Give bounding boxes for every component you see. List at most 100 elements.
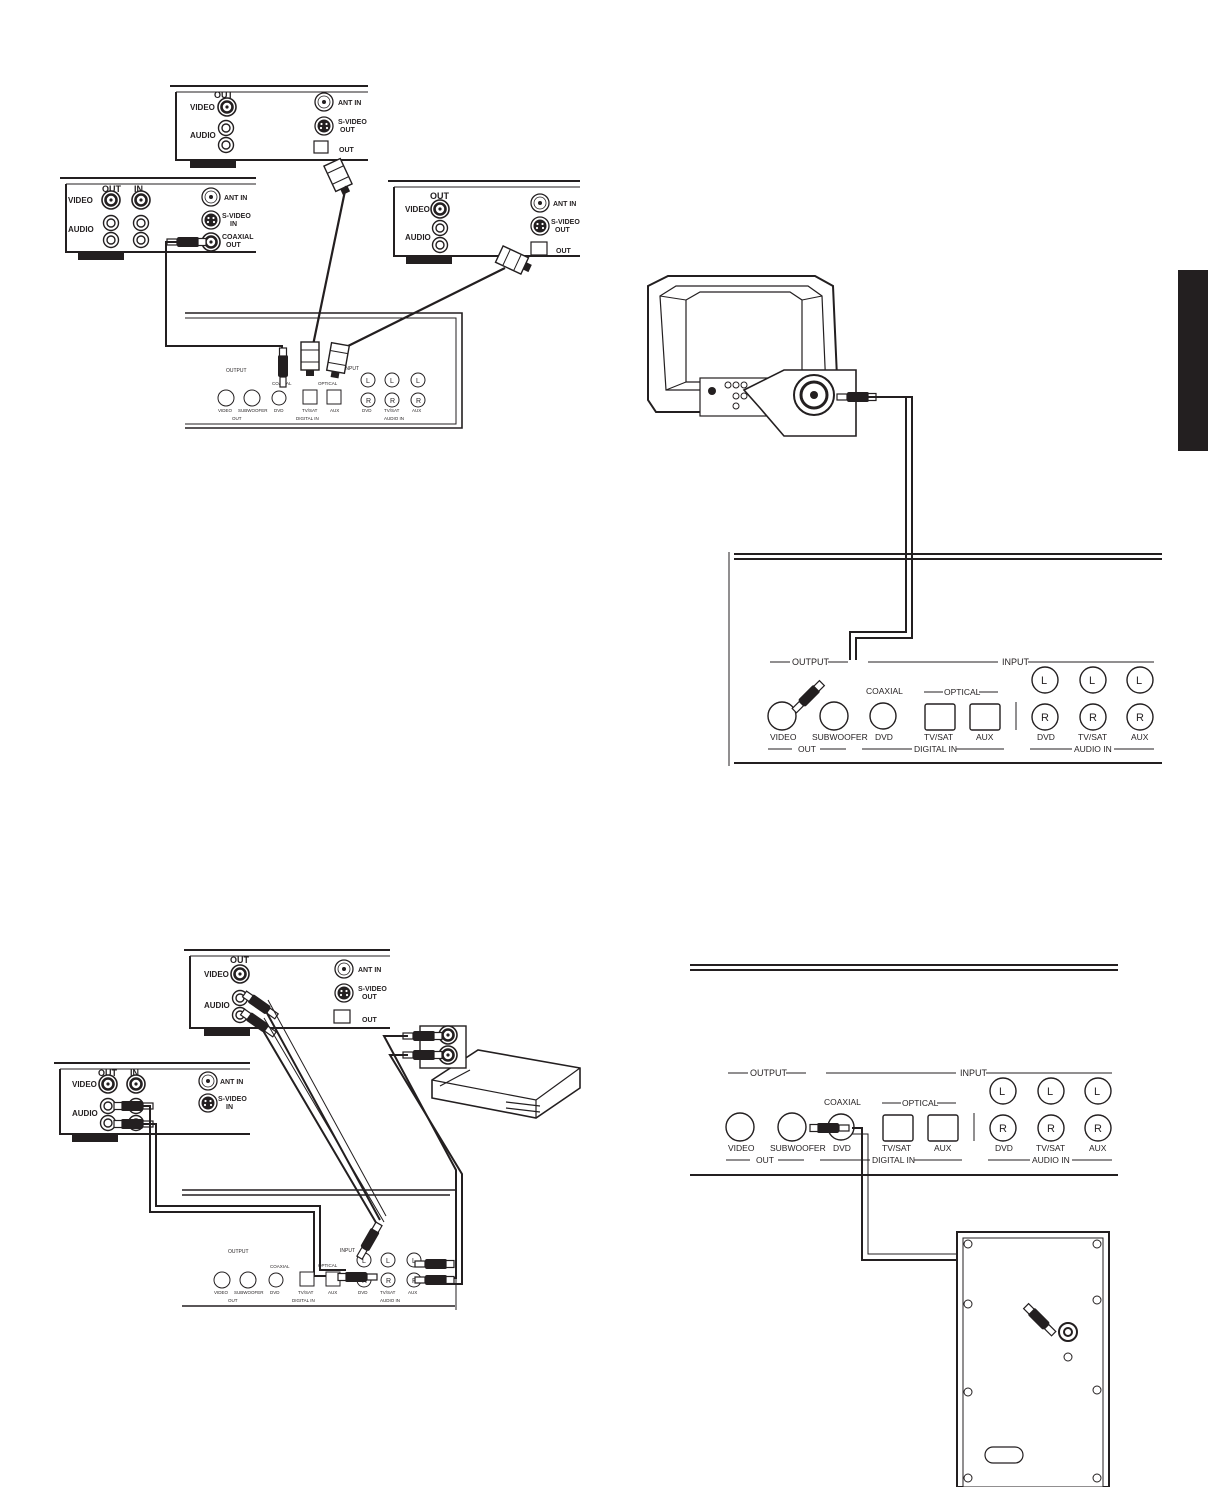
svg-text:L: L [1089,675,1095,687]
svg-text:TV/SAT: TV/SAT [302,408,318,413]
svg-text:TV/SAT: TV/SAT [924,732,953,742]
svg-text:AUDIO IN: AUDIO IN [1074,744,1112,754]
svg-text:VIDEO: VIDEO [770,732,797,742]
svg-text:R: R [386,1278,391,1285]
svg-text:OUT: OUT [339,147,355,154]
external-tuner-box [402,1024,581,1119]
svg-text:DVD: DVD [875,732,893,742]
svg-text:TV/SAT: TV/SAT [1036,1143,1065,1153]
svg-text:L: L [999,1086,1005,1098]
svg-text:AUDIO: AUDIO [204,1001,230,1010]
svg-text:IN: IN [134,184,143,194]
svg-text:OUT: OUT [430,191,450,201]
top-ant-in-label: ANT IN [338,100,361,107]
receiver-panel-large-2: OUTPUT INPUT COAXIAL OPTICAL L L L R R R… [690,964,1118,1176]
svg-text:VIDEO: VIDEO [72,1080,97,1089]
svg-text:VIDEO: VIDEO [214,1290,229,1295]
svg-text:DVD: DVD [270,1290,280,1295]
svg-text:OUTPUT: OUTPUT [228,1249,249,1255]
svg-text:ANT IN: ANT IN [224,195,247,202]
svg-text:R: R [1136,712,1144,724]
top-optical-out-port [313,140,329,154]
svg-text:ANT IN: ANT IN [553,201,576,208]
svg-text:OPTICAL: OPTICAL [944,687,981,697]
svg-text:L: L [386,1258,390,1265]
svg-text:L: L [416,378,420,385]
svg-text:OUTPUT: OUTPUT [226,368,247,374]
svg-text:ANT IN: ANT IN [358,967,381,974]
subwoofer-rear-panel [956,1231,1110,1487]
svg-text:VIDEO: VIDEO [204,970,229,979]
svg-text:L: L [1041,675,1047,687]
svg-text:DIGITAL IN: DIGITAL IN [292,1298,315,1303]
svg-text:R: R [1041,712,1049,724]
svg-text:TV/SAT: TV/SAT [384,408,400,413]
svg-text:OUT: OUT [756,1155,774,1165]
receiver-panel-small-2: OUTPUT INPUT COAXIAL OPTICAL L L L R R R… [182,1189,457,1310]
svg-text:VIDEO: VIDEO [218,408,233,413]
video-cable [855,396,913,660]
svg-text:COAXIAL: COAXIAL [866,686,903,696]
svg-text:VIDEO: VIDEO [68,196,93,205]
top-video-label: VIDEO [190,103,215,112]
svg-text:L: L [366,378,370,385]
diagram-subwoofer: OUTPUT INPUT COAXIAL OPTICAL L L L R R R… [690,964,1118,1487]
svg-text:OPTICAL: OPTICAL [902,1098,939,1108]
svg-text:OPTICAL: OPTICAL [318,381,338,386]
svg-text:R: R [1094,1123,1102,1135]
svg-text:AUX: AUX [330,408,339,413]
svg-text:R: R [366,398,371,405]
svg-text:OUT: OUT [798,744,816,754]
svg-text:IN: IN [130,1068,139,1078]
svg-text:OUTPUT: OUTPUT [792,657,830,667]
svg-text:OUT: OUT [362,1017,378,1024]
svg-text:AUDIO: AUDIO [72,1109,98,1118]
svg-text:COAXIAL: COAXIAL [270,1264,290,1269]
svg-text:SUBWOOFER: SUBWOOFER [234,1290,264,1295]
svg-text:DVD: DVD [995,1143,1013,1153]
svg-text:AUDIO IN: AUDIO IN [1032,1155,1070,1165]
svg-text:DVD: DVD [274,408,284,413]
svg-text:L: L [1136,675,1142,687]
optical-cable-1 [310,185,348,351]
svg-text:OUTPUT: OUTPUT [750,1068,788,1078]
receiver-panel-large-1: OUTPUT INPUT COAXIAL OPTICAL L L L R R R… [728,552,1162,766]
svg-text:R: R [1089,712,1097,724]
svg-text:DVD: DVD [362,408,372,413]
svg-text:TV/SAT: TV/SAT [298,1290,314,1295]
svg-text:INPUT: INPUT [960,1068,988,1078]
svg-text:L: L [390,378,394,385]
svg-text:VIDEO: VIDEO [405,205,430,214]
coax-cable-1 [165,241,283,356]
svg-text:AUDIO: AUDIO [68,225,94,234]
svg-text:R: R [390,398,395,405]
section-tab [1178,270,1208,451]
svg-text:L: L [1094,1086,1100,1098]
svg-text:OUT: OUT [232,416,242,421]
svg-text:AUX: AUX [1131,732,1149,742]
svg-text:INPUT: INPUT [340,1248,355,1254]
svg-text:OUT: OUT [556,248,572,255]
top-audio-label: AUDIO [190,131,216,140]
svg-text:INPUT: INPUT [1002,657,1030,667]
svg-text:AUDIO IN: AUDIO IN [384,416,404,421]
svg-text:AUX: AUX [412,408,421,413]
svg-text:AUX: AUX [408,1290,417,1295]
svg-text:DVD: DVD [833,1143,851,1153]
tv-rear [647,275,877,437]
svg-text:TV/SAT: TV/SAT [1078,732,1107,742]
svg-text:AUX: AUX [976,732,994,742]
svg-text:R: R [999,1123,1007,1135]
svg-text:OPTICAL: OPTICAL [318,1263,338,1268]
